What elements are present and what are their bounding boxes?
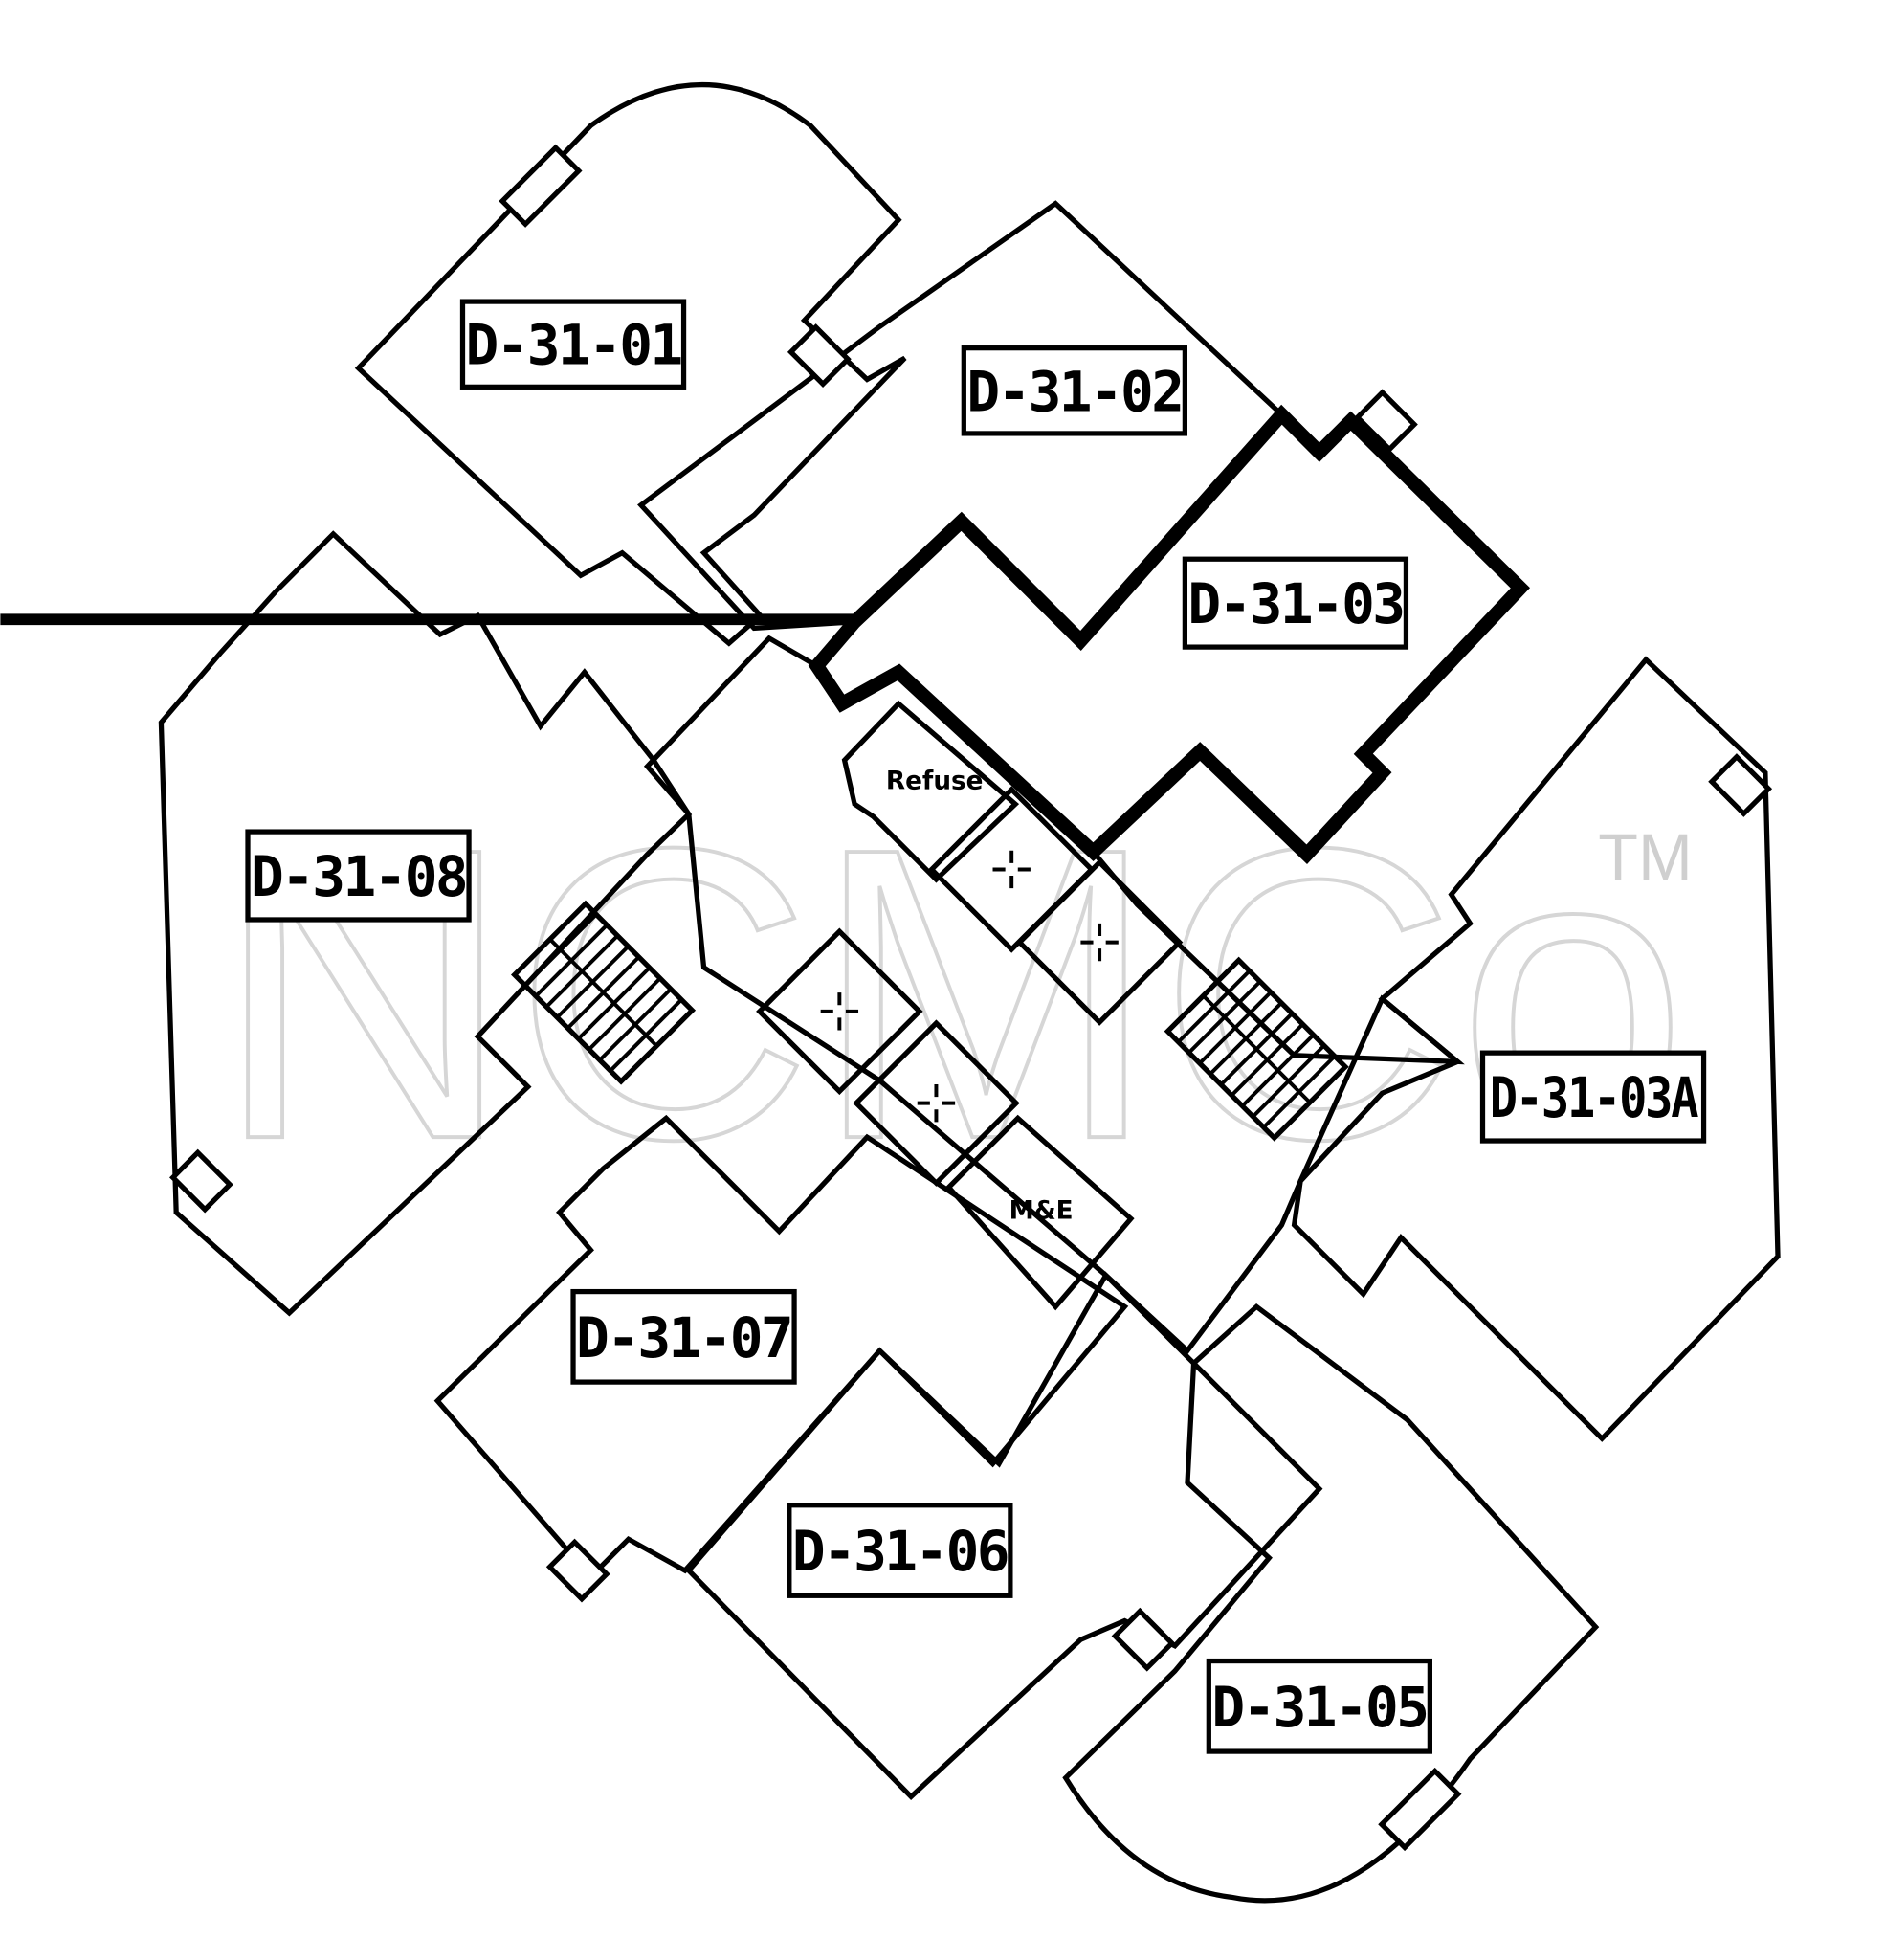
unit-label-text: D-31-03	[1187, 571, 1403, 636]
unit-label-text: D-31-01	[466, 313, 681, 378]
lift-icon	[756, 927, 923, 1096]
lift-cross-marks	[820, 850, 1119, 1123]
unit-label-text: D-31-08	[251, 844, 466, 909]
unit-d-31-06-outline[interactable]	[685, 1271, 1323, 1800]
unit-label-text: D-31-06	[792, 1519, 1008, 1584]
unit-label-d-31-05[interactable]: D-31-05	[1206, 1658, 1433, 1754]
unit-label-d-31-07[interactable]: D-31-07	[570, 1288, 797, 1385]
me-label: M&E	[1009, 1196, 1074, 1225]
unit-d-31-05-outline[interactable]	[1062, 1303, 1600, 1904]
stair-left	[510, 900, 697, 1085]
watermark-tm: TM	[1598, 821, 1693, 894]
refuse-room	[841, 700, 1020, 883]
lift-icon	[1015, 858, 1184, 1026]
unit-d-31-08-outline[interactable]	[158, 530, 693, 1317]
unit-d-31-03a-outline[interactable]	[1291, 656, 1781, 1442]
ledges	[169, 144, 1773, 1852]
unit-label-d-31-03a[interactable]: D-31-03A	[1479, 1050, 1707, 1144]
unit-label-d-31-08[interactable]: D-31-08	[245, 829, 472, 923]
lift-group-1	[756, 786, 1184, 1187]
unit-label-text: D-31-05	[1211, 1675, 1427, 1740]
unit-label-text: D-31-07	[576, 1305, 791, 1370]
unit-label-text: D-31-03A	[1490, 1065, 1698, 1130]
lift-icon	[853, 1019, 1020, 1187]
unit-label-d-31-03[interactable]: D-31-03	[1182, 556, 1409, 650]
unit-d-31-07-outline[interactable]	[433, 1114, 1129, 1581]
unit-label-d-31-06[interactable]: D-31-06	[787, 1503, 1013, 1598]
me-room	[944, 1114, 1135, 1311]
refuse-label: Refuse	[886, 767, 984, 795]
unit-label-d-31-01[interactable]: D-31-01	[459, 299, 687, 390]
unit-d-31-03-outline-highlight[interactable]	[808, 404, 1531, 865]
unit-d-31-01-outline[interactable]	[354, 82, 907, 647]
stair-right	[1164, 956, 1349, 1142]
unit-label-text: D-31-02	[966, 359, 1182, 424]
unit-label-d-31-02[interactable]: D-31-02	[961, 345, 1188, 436]
